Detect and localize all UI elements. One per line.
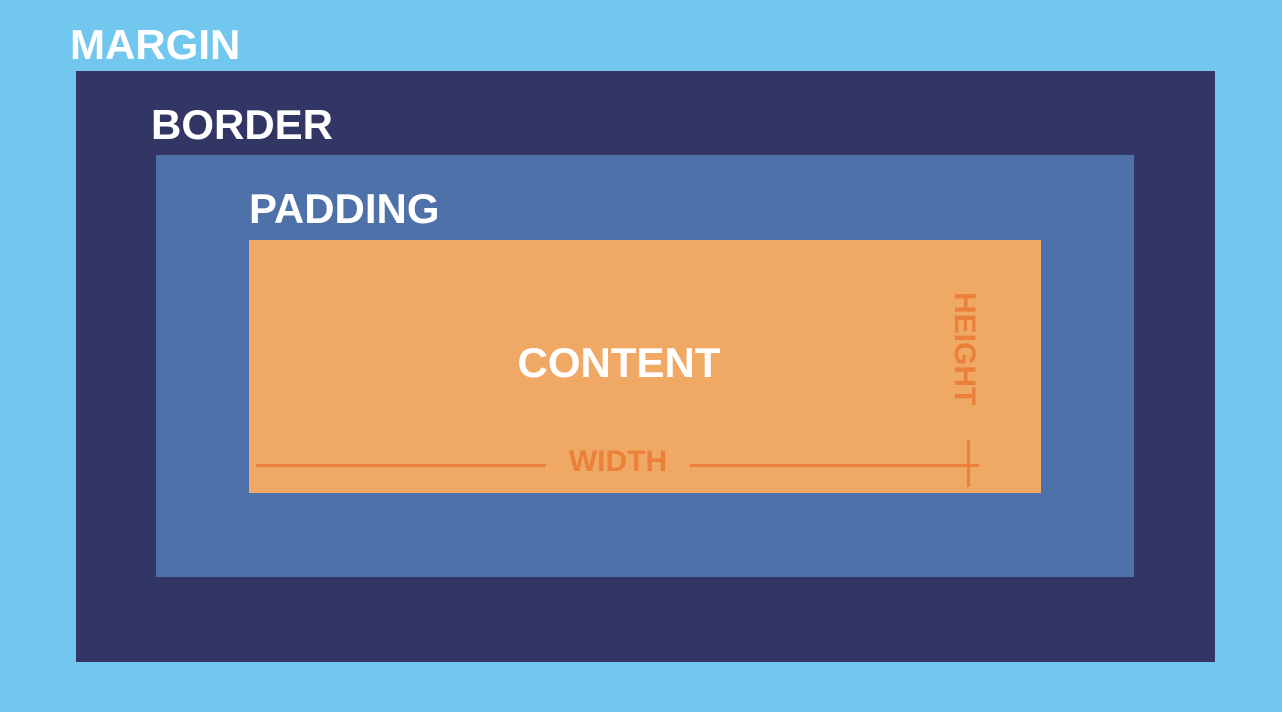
content-label: CONTENT <box>517 339 721 386</box>
margin-label: MARGIN <box>70 21 241 68</box>
height-label: HEIGHT <box>948 292 981 406</box>
padding-label: PADDING <box>249 185 440 232</box>
height-tick-mark <box>967 440 970 487</box>
content-box: CONTENT WIDTH HEIGHT <box>249 240 1041 493</box>
width-line-left <box>256 464 546 467</box>
width-label: WIDTH <box>568 445 668 478</box>
border-label: BORDER <box>151 101 334 148</box>
width-line-right <box>690 464 979 467</box>
